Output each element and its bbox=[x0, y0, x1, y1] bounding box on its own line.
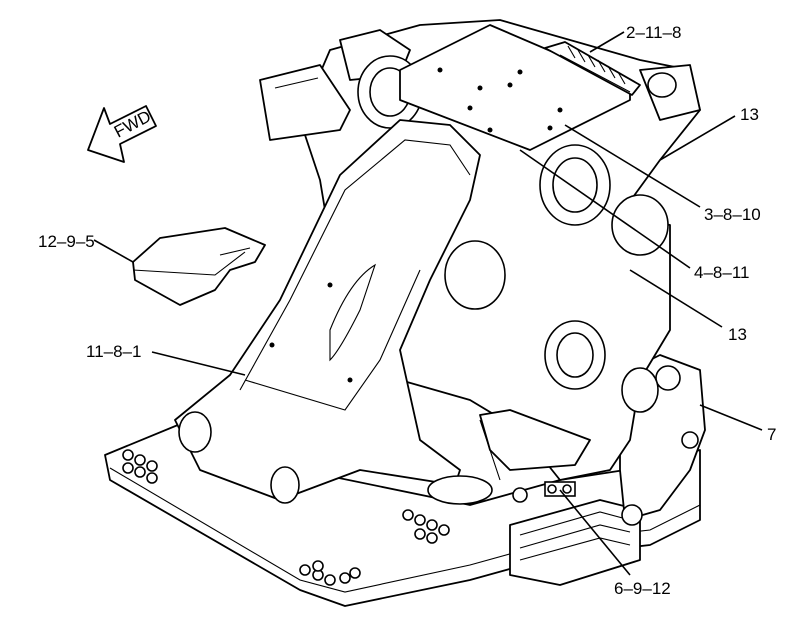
left-ear bbox=[259, 64, 351, 141]
top-plate bbox=[399, 24, 631, 151]
lower-strut bbox=[479, 409, 591, 503]
forward-arrow-icon: FWD bbox=[87, 105, 157, 163]
leader-lines bbox=[93, 31, 763, 576]
callout-label-13-lower: 13 bbox=[728, 325, 747, 344]
boom-arm bbox=[174, 119, 493, 505]
callout-label-3-8-10: 3–8–10 bbox=[704, 205, 761, 224]
callout-labels: 2–11–8 13 3–8–10 12–9–5 4–8–11 13 11–8–1… bbox=[38, 23, 776, 598]
callout-label-7: 7 bbox=[767, 425, 776, 444]
callout-label-6-9-12: 6–9–12 bbox=[614, 579, 671, 598]
bracket-part bbox=[132, 227, 266, 306]
grille-part bbox=[544, 41, 641, 96]
callout-label-11-8-1: 11–8–1 bbox=[86, 342, 141, 361]
callout-label-12-9-5: 12–9–5 bbox=[38, 232, 95, 251]
callout-label-2-11-8: 2–11–8 bbox=[626, 23, 681, 42]
callout-label-13-upper: 13 bbox=[740, 105, 759, 124]
callout-label-4-8-11: 4–8–11 bbox=[694, 263, 749, 282]
